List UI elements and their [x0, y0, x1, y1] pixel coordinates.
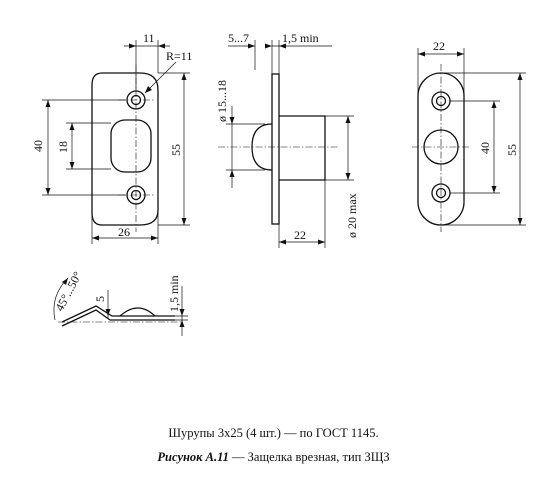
side-dim-22-arrow1 [279, 239, 286, 245]
detail-view: 45°...50° 5 1,5 min [52, 269, 188, 336]
front-dim-40-label: 40 [31, 140, 45, 152]
figure-caption: Рисунок А.11 — Защелка врезная, тип ЗЩЗ [0, 450, 547, 465]
back-dim-55-arrow1 [517, 73, 523, 80]
front-dim-11-arrow1 [129, 43, 136, 49]
front-dim-55-label: 55 [169, 144, 183, 156]
detail-angle-arrow [62, 278, 68, 285]
side-dim-22-arrow2 [318, 239, 325, 245]
back-dim-22-arrow2 [457, 51, 464, 57]
front-view: 11 R=11 40 18 55 26 [31, 31, 192, 244]
detail-plate-profile-lower [61, 309, 175, 327]
front-radius-arrow [145, 86, 152, 93]
side-dim-ball-label: ø 15...18 [215, 80, 229, 122]
detail-plate-profile [61, 305, 175, 323]
figure-title: — Защелка врезная, тип ЗЩЗ [228, 450, 390, 464]
side-body [279, 115, 326, 181]
side-dim-body-label: ø 20 max [345, 193, 359, 238]
back-dim-55-arrow2 [517, 218, 523, 225]
side-dim-body-arrow2 [345, 173, 351, 180]
back-dim-22-label: 22 [433, 39, 445, 53]
front-dim-18-arrow2 [69, 162, 75, 169]
front-dim-55-arrow2 [181, 218, 187, 225]
screw-note: Шурупы 3x25 (4 шт.) — по ГОСТ 1145. [168, 426, 379, 440]
side-plate [271, 73, 280, 225]
front-dim-26-label: 26 [118, 225, 130, 239]
front-dim-26-arrow1 [92, 235, 99, 241]
front-dim-18-label: 18 [56, 141, 70, 153]
back-hole-bottom-inner [435, 187, 447, 199]
detail-dim-min-arrow1 [179, 309, 185, 316]
back-dim-40-arrow1 [491, 101, 497, 108]
side-dim-ball-arrow1 [229, 117, 235, 124]
detail-dim-5-label: 5 [93, 296, 107, 302]
front-dim-11-label: 11 [143, 31, 155, 45]
back-dim-40-arrow2 [491, 186, 497, 193]
front-dim-26-arrow2 [151, 235, 158, 241]
detail-dim-min-arrow2 [179, 320, 185, 327]
back-dim-55-label: 55 [505, 144, 519, 156]
side-dim-57-label: 5...7 [228, 31, 249, 45]
figure-number: Рисунок А.11 [157, 450, 229, 464]
side-dim-ball-arrow2 [229, 170, 235, 177]
front-dim-40-arrow2 [45, 188, 51, 195]
side-dim-min-arrow2 [279, 43, 286, 49]
detail-dim-min-label: 1,5 min [167, 275, 181, 312]
side-dim-body-arrow1 [345, 116, 351, 123]
back-dim-40-label: 40 [478, 142, 492, 154]
front-dim-11-arrow2 [158, 43, 165, 49]
front-dim-40-arrow1 [45, 100, 51, 107]
detail-ball [119, 307, 156, 317]
back-dim-22-arrow1 [418, 51, 425, 57]
front-radius-leader [144, 61, 177, 94]
side-view: 5...7 1,5 min ø 15...18 ø 20 max 22 [215, 31, 359, 248]
side-dim-57-arrow [248, 43, 255, 49]
front-plate-outline [91, 72, 159, 226]
front-dim-18-arrow1 [69, 123, 75, 130]
detail-angle-label: 45°...50° [52, 269, 84, 313]
front-slot [110, 119, 152, 173]
front-radius-label: R=11 [166, 49, 192, 63]
back-view: 22 40 55 [412, 39, 526, 232]
side-dim-min-arrow1 [265, 43, 272, 49]
detail-dim-5-arrow [105, 309, 111, 316]
front-dim-55-arrow1 [181, 73, 187, 80]
side-dim-min-label: 1,5 min [282, 31, 319, 45]
side-dim-22-label: 22 [294, 228, 306, 242]
